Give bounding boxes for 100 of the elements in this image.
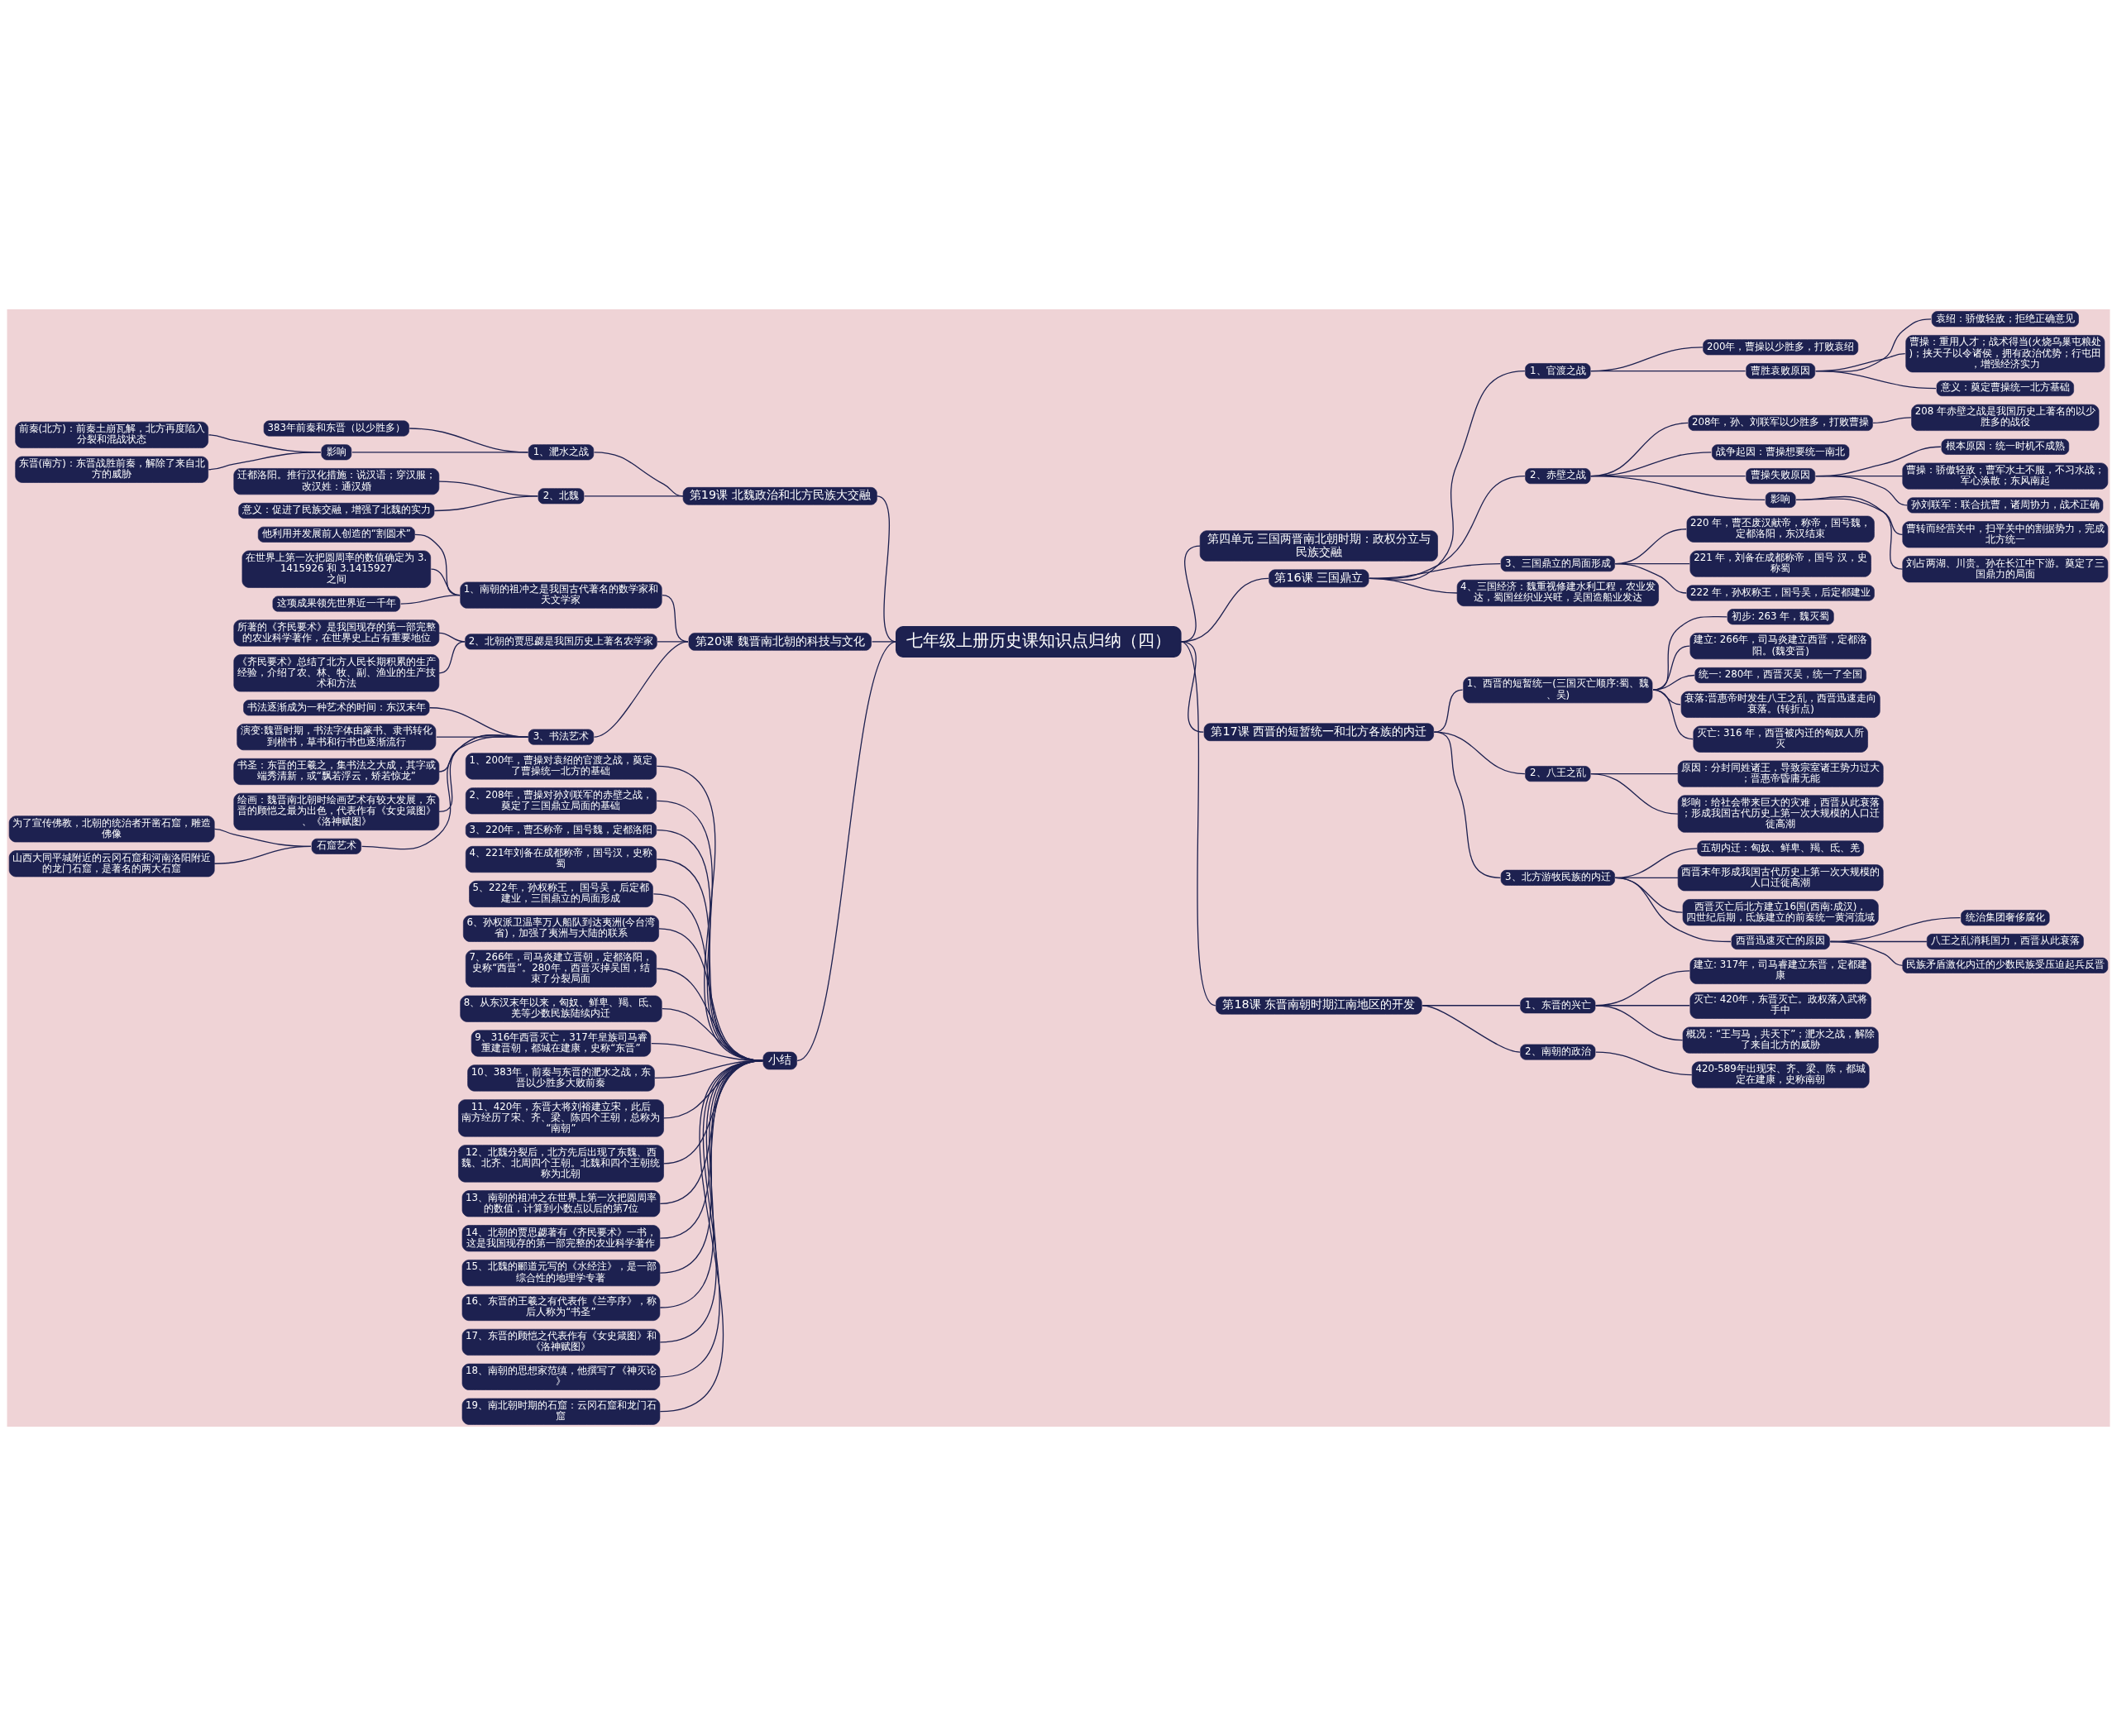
node-box: 200年，曹操以少胜多，打败袁绍 <box>1703 339 1859 356</box>
node-box: 原因：分封同姓诸王，导致宗室诸王势力过大；晋惠帝昏庸无能 <box>1677 760 1884 787</box>
node-box: 第四单元 三国两晋南北朝时期：政权分立与民族交融 <box>1199 530 1438 562</box>
connector <box>593 641 689 738</box>
connector <box>1590 772 1679 815</box>
node-box: 五胡内迁：匈奴、鲜卑、羯、氐、羌 <box>1697 840 1864 857</box>
node-box: 10、383年，前秦与东晋的淝水之战，东晋以少胜多大败前秦 <box>467 1064 655 1092</box>
node-box: 战争起因：曹操想要统一南北 <box>1712 444 1850 461</box>
node-box: 19、南北朝时期的石窟：云冈石窟和龙门石窟 <box>461 1398 661 1425</box>
node-box: 13、南朝的祖冲之在世界上第一次把圆周率的数值，计算到小数点以后的第7位 <box>461 1190 661 1217</box>
node-box: 为了宣传佛教，北朝的统治者开凿石窟，雕造佛像 <box>8 815 215 843</box>
node-box: 曹转而经营关中，扫平关中的割据势力，完成北方统一 <box>1902 521 2109 548</box>
node-box: 第18课 东晋南朝时期江南地区的开发 <box>1216 996 1422 1015</box>
node-box: 220 年，曹丕废汉献帝，称帝，国号魏，定都洛阳，东汉结束 <box>1686 515 1875 543</box>
connector <box>351 452 529 453</box>
node-box: 所著的《齐民要术》是我国现存的第一部完整的农业科学著作，在世界史上占有重要地位 <box>233 619 440 647</box>
connector <box>1369 577 1458 594</box>
node-box: 第17课 西晋的短暂统一和北方各族的内迁 <box>1203 723 1434 741</box>
node-box: 420-589年出现宋、齐、梁、陈，都城定在建康，史称南朝 <box>1691 1061 1870 1088</box>
node-box: 15、北魏的郦道元写的《水经注》，是一部综合性的地理学专著 <box>461 1260 661 1287</box>
node-box: 3、三国鼎立的局面形成 <box>1500 556 1615 572</box>
node-box: 221 年，刘备在成都称帝，国号 汉，史称蜀 <box>1689 550 1871 577</box>
connector <box>1595 1005 1684 1041</box>
connector <box>1614 877 1732 943</box>
node-box: 小结 <box>762 1051 797 1070</box>
node-box: 曹操失败原因 <box>1746 468 1816 485</box>
connector <box>871 641 897 643</box>
node-box: 8、从东汉末年以来，匈奴、鲜卑、羯、氐、羌等少数民族陆续内迁 <box>460 995 662 1022</box>
connector <box>361 734 529 850</box>
connector <box>433 495 538 512</box>
node-box: 影响：给社会带来巨大的灾难，西晋从此衰落；形成我国古代历史上第一次大规模的人口迁徙高潮 <box>1677 795 1884 833</box>
node-box: 4、三国经济：魏重视修建水利工程，农业发达，蜀国丝织业兴旺，吴国造船业发达 <box>1456 579 1659 607</box>
node-box: 1、南朝的祖冲之是我国古代著名的数学家和天文学家 <box>460 581 662 609</box>
node-box: 5、222年，孙权称王， 国号吴，后定都建业，三国鼎立的局面形成 <box>469 880 653 907</box>
connector <box>1590 475 1766 501</box>
node-box: 1、淝水之战 <box>528 444 595 461</box>
node-box: 石窟艺术 <box>311 838 361 854</box>
node-box: 影响 <box>321 444 352 461</box>
node-box: 在世界上第一次把圆周率的数值确定为 3.1415926 和 3.1415927 之间 <box>241 550 432 588</box>
node-box: 曹胜袁败原因 <box>1746 363 1816 380</box>
node-box: 灭亡: 316 年，西晋被内迁的匈奴人所灭 <box>1693 725 1868 753</box>
connector <box>1422 1005 1521 1053</box>
connector <box>400 594 461 605</box>
node-box: 民族矛盾激化内迁的少数民族受压迫起兵反晋 <box>1902 957 2109 973</box>
node-box: 东晋(南方)：东晋战胜前秦，解除了来自北方的威胁 <box>15 456 209 483</box>
node-box: 建立: 266年，司马炎建立西晋，定都洛阳。(魏变晋) <box>1689 633 1871 660</box>
node-box: 2、赤壁之战 <box>1525 468 1591 485</box>
connector <box>1829 940 1904 966</box>
node-box: 2、南朝的政治 <box>1520 1044 1596 1060</box>
connector <box>583 495 684 497</box>
node-box: 208 年赤壁之战是我国历史上著名的以少胜多的战役 <box>1911 404 2100 431</box>
node-box: 迁都洛阳。推行汉化措施：说汉语；穿汉服；改汉姓：通汉婚 <box>233 468 440 495</box>
node-box: 曹操：骄傲轻敌；曹军水土不服，不习水战；军心涣散；东风南起 <box>1902 462 2109 490</box>
node-box: 1、200年，曹操对袁绍的官渡之战，奠定了曹操统一北方的基础 <box>465 753 657 780</box>
node-box: 1、官渡之战 <box>1525 363 1591 380</box>
node-box: 16、东晋的王羲之有代表作《兰亭序》，称后人称为“书圣” <box>461 1294 661 1322</box>
node-box: 八王之乱消耗国力，西晋从此衰落 <box>1926 934 2084 949</box>
node-box: 2、北朝的贾思勰是我国历史上著名农学家 <box>465 634 657 650</box>
node-box: 2、八王之乱 <box>1525 766 1591 782</box>
node-box: 初步: 263 年，魏灭蜀 <box>1727 609 1834 625</box>
node-box: 3、220年，曹丕称帝，国号魏，定都洛阳 <box>465 822 657 839</box>
node-box: 222 年，孙权称王，国号吴，后定都建业 <box>1686 585 1875 601</box>
node-box: 意义：促进了民族交融，增强了北魏的实力 <box>238 503 435 519</box>
node-box: 1、西晋的短暂统一(三国灭亡顺序:蜀、魏、吴) <box>1463 677 1653 704</box>
connector <box>213 845 312 864</box>
connector <box>1614 563 1687 594</box>
connector <box>1815 475 1908 506</box>
node-box: 17、东晋的顾恺之代表作有《女史箴图》和《洛神赋图》 <box>461 1328 661 1356</box>
node-box: 1、东晋的兴亡 <box>1520 997 1596 1014</box>
node-box: 书圣：东晋的王羲之，集书法之大成，其字或端秀清新，或“飘若浮云，矫若惊龙” <box>233 758 440 786</box>
node-box: 概况：“王与马，共天下”；淝水之战，解除了来自北方的威胁 <box>1682 1026 1879 1054</box>
connector <box>1815 370 1937 390</box>
node-box: 意义：奠定曹操统一北方基础 <box>1936 380 2074 397</box>
connector <box>1652 674 1695 691</box>
node-box: 6、孙权派卫温率万人船队到达夷洲(今台湾省)，加强了夷洲与大陆的联系 <box>463 915 659 942</box>
node-box: 灭亡: 420年，东晋灭亡。政权落入武将手中 <box>1689 992 1871 1019</box>
connector <box>1590 370 1747 372</box>
node-box: 9、316年西晋灭亡，317年皇族司马睿重建晋朝，都城在建康，史称“东晋” <box>471 1030 652 1057</box>
node-box: 这项成果领先世界近一千年 <box>272 595 401 612</box>
node-box: 统治集团奢侈腐化 <box>1961 910 2050 926</box>
node-box: 刘占两湖、川贵。孙在长江中下游。奠定了三国鼎力的局面 <box>1902 556 2109 583</box>
connector <box>1179 641 1216 1007</box>
node-box: 2、北魏 <box>538 488 585 505</box>
connector <box>438 641 466 674</box>
node-box: 统一: 280年，西晋灭吴，统一了全国 <box>1694 667 1866 683</box>
node-box: 14、北朝的贾思勰著有《齐民要术》一书，这是我国现存的第一部完整的农业科学著作 <box>461 1225 661 1252</box>
node-box: 西晋迅速灭亡的原因 <box>1731 934 1830 949</box>
connector <box>1433 689 1464 733</box>
node-box: 第16课 三国鼎立 <box>1269 569 1369 588</box>
node-box: 7、266年，司马炎建立晋朝，定都洛阳，史称“西晋”。280年，西晋灭掉吴国，结束了分裂局面 <box>465 949 657 988</box>
node-box: 18、南朝的思想家范缜，他撰写了《神灭论》 <box>461 1363 661 1390</box>
connector <box>796 641 897 1062</box>
connector <box>1652 689 1694 740</box>
node-box: 前秦(北方)：前秦土崩瓦解，北方再度陷入分裂和混战状态 <box>15 421 209 448</box>
node-box: 第19课 北魏政治和北方民族大交融 <box>682 487 877 505</box>
connector <box>1652 615 1728 691</box>
connector <box>1433 731 1502 878</box>
node-box: 山西大同平城附近的云冈石窟和河南洛阳附近的龙门石窟，是著名的两大石窟 <box>8 850 215 878</box>
node-box: 曹操：重用人才；战术得当(火烧乌巢屯粮处)；挟天子以令诸侯，拥有政治优势；行屯田，增强经济实力 <box>1905 335 2105 373</box>
node-box: 3、北方游牧民族的内迁 <box>1500 869 1615 886</box>
